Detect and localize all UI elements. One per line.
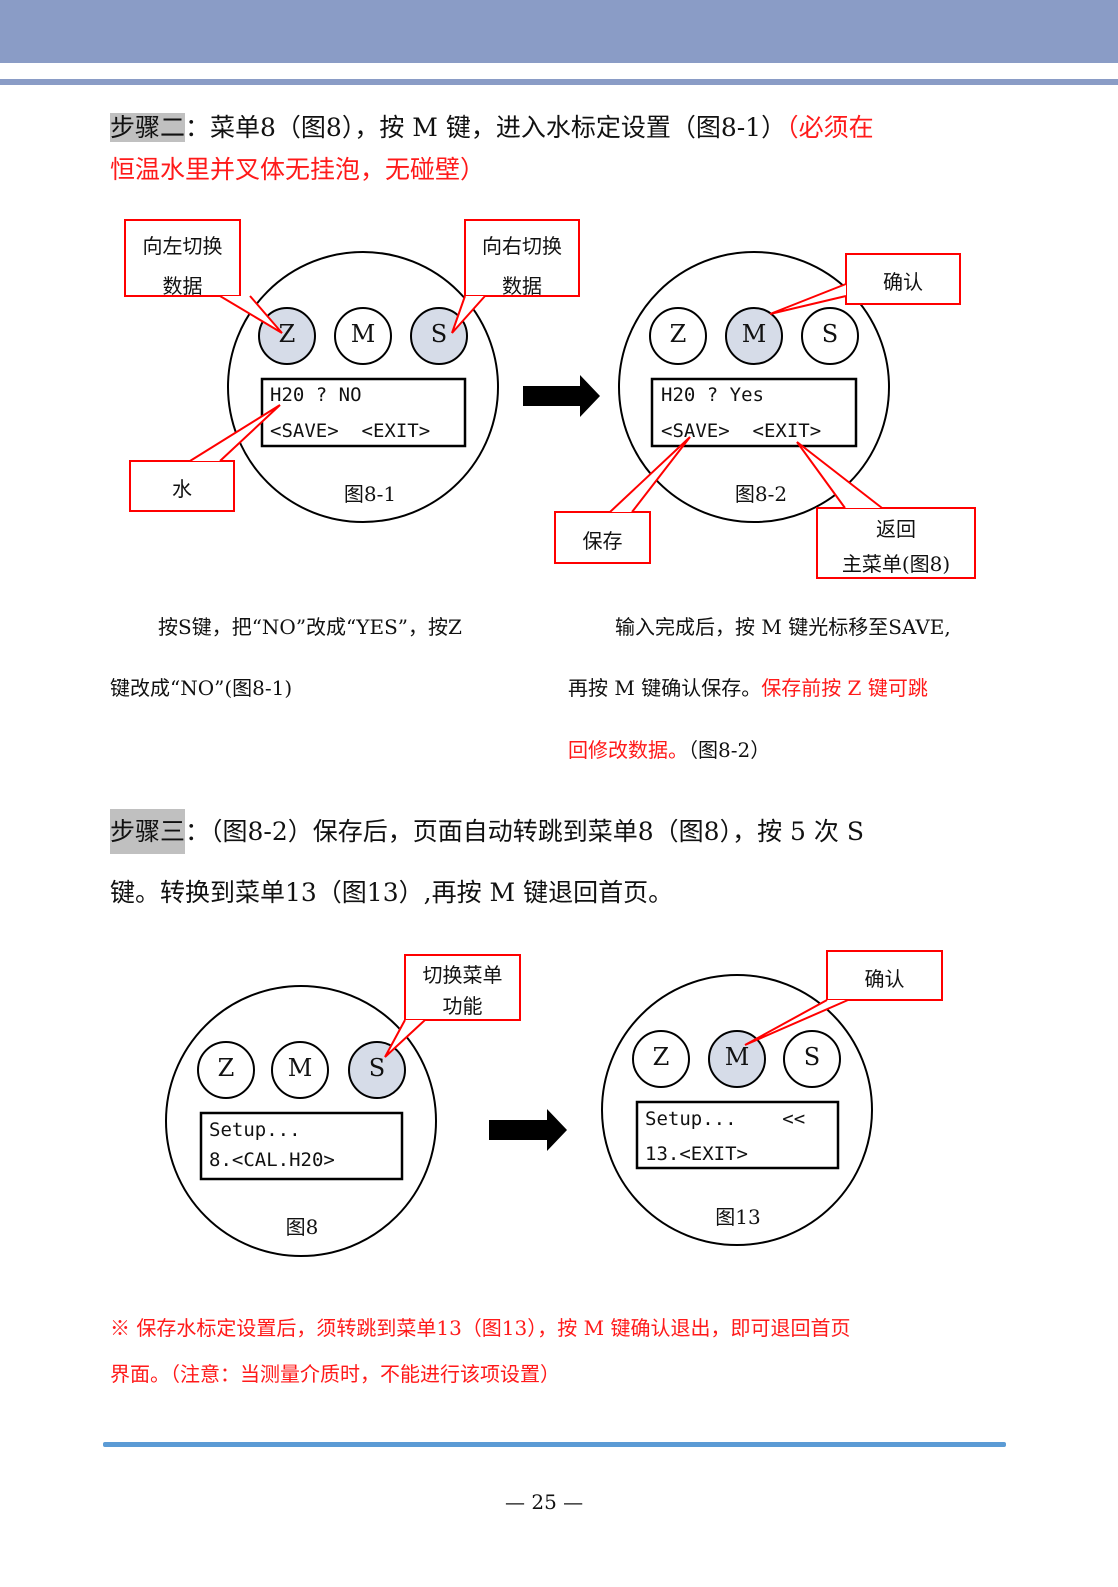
- z-button: Z: [278, 320, 296, 348]
- device-face-8-2: [618, 251, 890, 523]
- m-button: M: [741, 320, 767, 348]
- step2-warning-cont: 恒温水里并叉体无挂泡，无碰壁）: [110, 155, 486, 184]
- lcd-line1: H20 ? NO: [270, 384, 362, 406]
- lcd-line1: H20 ? Yes: [661, 384, 764, 406]
- figure-caption: 图8-2: [734, 482, 788, 506]
- callout-text: 数据: [502, 274, 542, 298]
- step3-text-cont: 键。转换到菜单13（图13）,再按 M 键退回首页。: [110, 878, 674, 907]
- callout-text: 向左切换: [142, 234, 223, 258]
- desc-text: 再按 M 键确认保存。: [568, 676, 762, 700]
- figure-caption: 图8: [285, 1215, 319, 1239]
- desc-text-red: 保存前按 Z 键可跳: [761, 676, 928, 700]
- desc-right-line2: 再按 M 键确认保存。保存前按 Z 键可跳: [568, 672, 928, 701]
- m-button: M: [287, 1054, 313, 1082]
- arrow-icon: [489, 375, 600, 1151]
- desc-right-line1: 输入完成后，按 M 键光标移至SAVE,: [615, 615, 951, 639]
- lcd-line2: <SAVE> <EXIT>: [661, 420, 822, 442]
- header-rule: [0, 79, 1118, 85]
- desc-left-line2: 键改成“NO”(图8-1): [110, 676, 293, 700]
- note-line1: ※ 保存水标定设置后，须转跳到菜单13（图13），按 M 键确认退出，即可退回首…: [110, 1316, 851, 1340]
- desc-left-line1: 按S键，把“NO”改成“YES”，按Z: [158, 615, 462, 639]
- header-band: [0, 0, 1118, 63]
- z-button: Z: [652, 1043, 670, 1071]
- lcd-line1: Setup...: [209, 1119, 301, 1141]
- callout-text: 返回: [876, 517, 916, 541]
- desc-text: （图8-2）: [688, 738, 771, 762]
- s-button: S: [821, 320, 839, 348]
- step3-text: ：（图8-2）保存后，页面自动转跳到菜单8（图8），按 5 次 S: [185, 817, 864, 846]
- s-button: S: [368, 1054, 386, 1082]
- lcd-line2: 13.<EXIT>: [645, 1143, 748, 1165]
- callout-text: 保存: [582, 529, 623, 553]
- step2-warning: （必须在: [786, 113, 874, 142]
- step2-label: 步骤二: [110, 113, 186, 142]
- step3-heading: 步骤三：（图8-2）保存后，页面自动转跳到菜单8（图8），按 5 次 S: [110, 809, 864, 854]
- step3-label: 步骤三: [110, 809, 186, 854]
- lcd-line1: Setup... <<: [645, 1108, 806, 1130]
- desc-text-red: 回修改数据。: [568, 738, 688, 762]
- lcd-line2: 8.<CAL.H20>: [209, 1149, 335, 1171]
- figure-caption: 图8-1: [343, 482, 397, 506]
- z-button: Z: [217, 1054, 235, 1082]
- callout-text: 确认: [883, 270, 923, 294]
- step2-heading: 步骤二：菜单8（图8），按 M 键，进入水标定设置（图8-1）（必须在: [110, 108, 874, 144]
- callout-text: 切换菜单: [422, 963, 503, 987]
- footer-rule: [103, 1442, 1006, 1447]
- device-face-13: [601, 974, 873, 1246]
- desc-right-line3: 回修改数据。（图8-2）: [568, 734, 770, 763]
- figure-caption: 图13: [715, 1205, 761, 1229]
- z-button: Z: [669, 320, 687, 348]
- lcd-line2: <SAVE> <EXIT>: [270, 420, 431, 442]
- s-button: S: [430, 320, 448, 348]
- m-button: M: [350, 320, 376, 348]
- callout-text: 确认: [864, 967, 905, 991]
- note-line2: 界面。（注意：当测量介质时，不能进行该项设置）: [110, 1362, 560, 1386]
- callout-text: 水: [172, 477, 192, 501]
- callout-text: 功能: [442, 994, 483, 1018]
- callout-text: 数据: [162, 274, 203, 298]
- page-number: — 25 —: [505, 1490, 584, 1514]
- device-face-8: [165, 985, 437, 1257]
- device-face-8-1: [227, 251, 499, 523]
- callout-text: 主菜单(图8): [841, 552, 951, 576]
- callout-text: 向右切换: [482, 234, 562, 258]
- step2-text: ：菜单8（图8），按 M 键，进入水标定设置（图8-1）: [185, 113, 787, 142]
- m-button: M: [724, 1043, 750, 1071]
- s-button: S: [803, 1043, 821, 1071]
